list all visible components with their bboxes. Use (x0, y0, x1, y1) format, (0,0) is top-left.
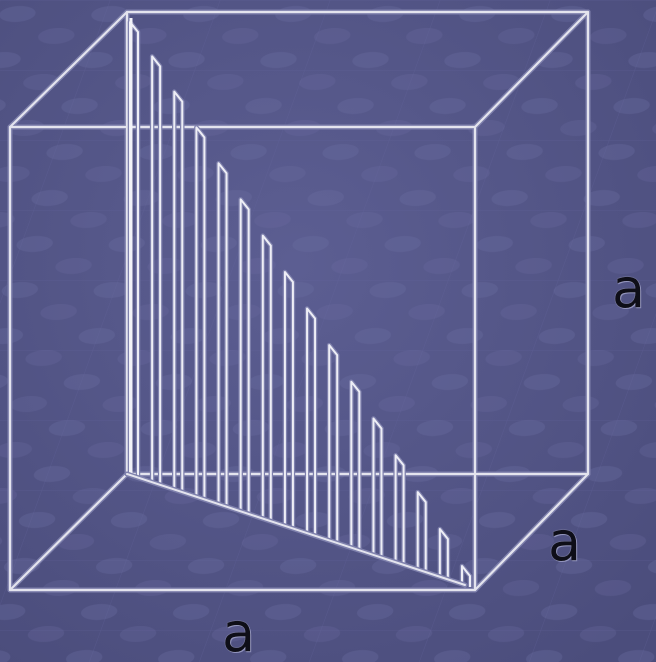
triangular-slices (127, 18, 473, 587)
triangular-slice (151, 55, 162, 487)
triangular-slice (394, 454, 405, 566)
cube-top-left-edge (8, 10, 129, 129)
triangular-slice (283, 271, 294, 530)
triangular-slice (217, 162, 228, 508)
triangular-slice (261, 234, 272, 523)
width-label: a (222, 601, 256, 662)
triangular-slice (461, 565, 471, 587)
triangular-slice (306, 307, 317, 537)
height-label: a (612, 257, 646, 320)
cube-top-right-edge (473, 10, 590, 129)
triangular-slice (416, 491, 427, 573)
triangular-slice (173, 90, 184, 494)
cube-bottom-right-edge (473, 472, 590, 592)
triangular-slice (350, 380, 361, 551)
triangular-slice (438, 528, 449, 580)
triangular-slice (372, 417, 383, 559)
cube-edges (8, 10, 590, 592)
triangular-slice (239, 198, 250, 515)
slice-base-diagonal (124, 471, 468, 588)
cube-bottom-left-edge (8, 472, 129, 592)
triangular-slice (195, 126, 206, 501)
depth-label: a (548, 510, 582, 573)
triangular-slice (328, 344, 339, 544)
